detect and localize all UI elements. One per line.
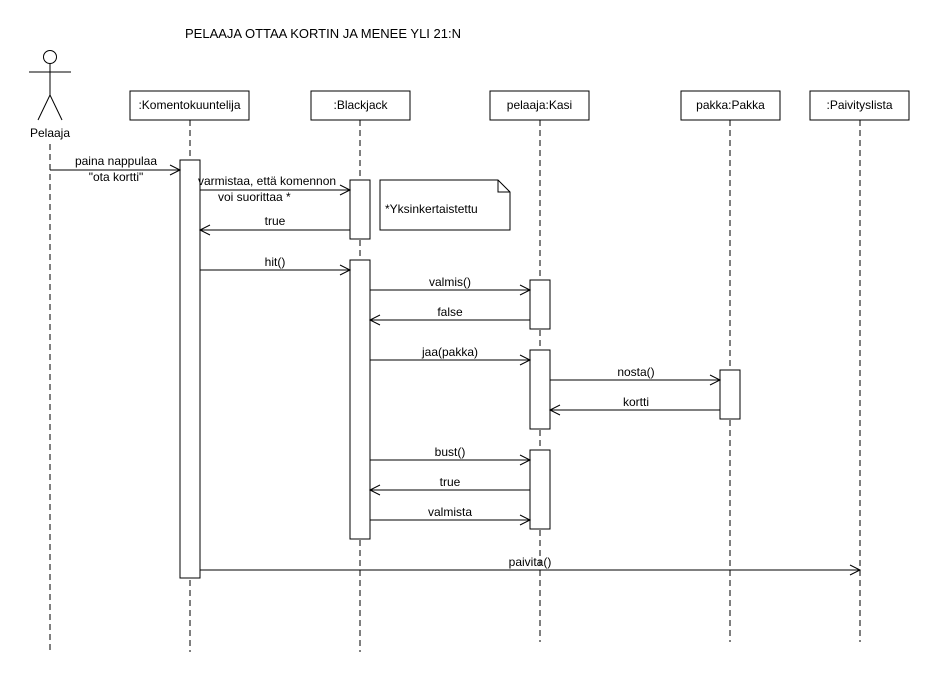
message-nosta: nosta() bbox=[550, 365, 722, 386]
message-label: bust() bbox=[435, 445, 466, 459]
participant-label: :Paivityslista bbox=[826, 98, 892, 112]
activation-pakka-nosta bbox=[719, 369, 741, 420]
message-label: varmistaa, että komennon bbox=[198, 174, 336, 188]
message-valmis: valmis() bbox=[370, 275, 532, 296]
arrowhead-open bbox=[368, 484, 381, 496]
message-bust: bust() bbox=[370, 445, 532, 466]
participant-blackjack: :Blackjack bbox=[310, 90, 411, 121]
note-box bbox=[379, 179, 511, 231]
arrowhead-open bbox=[519, 454, 532, 466]
arrowhead-open bbox=[709, 374, 722, 386]
arrowhead-open bbox=[169, 164, 182, 176]
participant-box bbox=[680, 90, 781, 121]
message-false: false bbox=[368, 305, 530, 326]
participant-paivityslista: :Paivityslista bbox=[809, 90, 910, 121]
message-varmistaa: varmistaa, että komennon voi suorittaa * bbox=[198, 174, 352, 204]
message-hit: hit() bbox=[200, 255, 352, 276]
actor-head bbox=[43, 50, 57, 64]
activation-kasi-valmis bbox=[529, 279, 551, 330]
participant-box bbox=[489, 90, 590, 121]
participant-komentokuuntelija: :Komentokuuntelija bbox=[129, 90, 250, 121]
participant-box bbox=[129, 90, 250, 121]
participant-box bbox=[809, 90, 910, 121]
arrowhead-open bbox=[548, 404, 561, 416]
diagram-title: PELAAJA OTTAA KORTIN JA MENEE YLI 21:N bbox=[185, 26, 461, 41]
activation-kasi-bust bbox=[529, 449, 551, 530]
participant-label: pakka:Pakka bbox=[696, 98, 765, 112]
message-label: true bbox=[265, 214, 286, 228]
activation-komentokuuntelija bbox=[179, 159, 201, 579]
message-true-1: true bbox=[198, 214, 350, 236]
message-valmista: valmista bbox=[370, 505, 532, 526]
message-paivita: paivita() bbox=[200, 555, 862, 576]
message-label: false bbox=[437, 305, 463, 319]
message-label: nosta() bbox=[617, 365, 654, 379]
actor-pelaaja: Pelaaja bbox=[29, 50, 71, 140]
arrowhead-open bbox=[198, 224, 211, 236]
message-label: "ota kortti" bbox=[89, 170, 144, 184]
participant-box bbox=[310, 90, 411, 121]
message-label: hit() bbox=[265, 255, 286, 269]
arrowhead-open bbox=[849, 564, 862, 576]
arrowhead-open bbox=[368, 314, 381, 326]
arrowhead-open bbox=[339, 264, 352, 276]
participant-label: pelaaja:Kasi bbox=[507, 98, 572, 112]
message-label: true bbox=[440, 475, 461, 489]
participant-pakka: pakka:Pakka bbox=[680, 90, 781, 121]
arrowhead-open bbox=[519, 284, 532, 296]
activation-kasi-jaa bbox=[529, 349, 551, 430]
message-label: jaa(pakka) bbox=[421, 345, 478, 359]
message-label: valmista bbox=[428, 505, 472, 519]
message-label: kortti bbox=[623, 395, 649, 409]
message-true-2: true bbox=[368, 475, 530, 496]
activation-blackjack-varmistaa bbox=[349, 179, 371, 240]
message-label: voi suorittaa * bbox=[218, 190, 291, 204]
participant-label: :Komentokuuntelija bbox=[138, 98, 240, 112]
activation-blackjack-hit bbox=[349, 259, 371, 540]
message-jaa: jaa(pakka) bbox=[370, 345, 532, 366]
arrowhead-open bbox=[519, 514, 532, 526]
message-label: paivita() bbox=[509, 555, 552, 569]
message-paina: paina nappulaa "ota kortti" bbox=[50, 154, 182, 184]
actor-label: Pelaaja bbox=[30, 126, 70, 140]
participant-kasi: pelaaja:Kasi bbox=[489, 90, 590, 121]
note-yksinkertaistettu: *Yksinkertaistettu bbox=[379, 179, 511, 231]
actor-leg-left bbox=[37, 94, 51, 121]
note-text: *Yksinkertaistettu bbox=[385, 202, 478, 216]
message-kortti: kortti bbox=[548, 395, 720, 416]
arrowhead-open bbox=[519, 354, 532, 366]
participant-label: :Blackjack bbox=[333, 98, 388, 112]
actor-leg-right bbox=[49, 94, 63, 121]
arrowhead-open bbox=[339, 184, 352, 196]
message-label: paina nappulaa bbox=[75, 154, 157, 168]
message-label: valmis() bbox=[429, 275, 471, 289]
note-fold bbox=[497, 180, 510, 193]
